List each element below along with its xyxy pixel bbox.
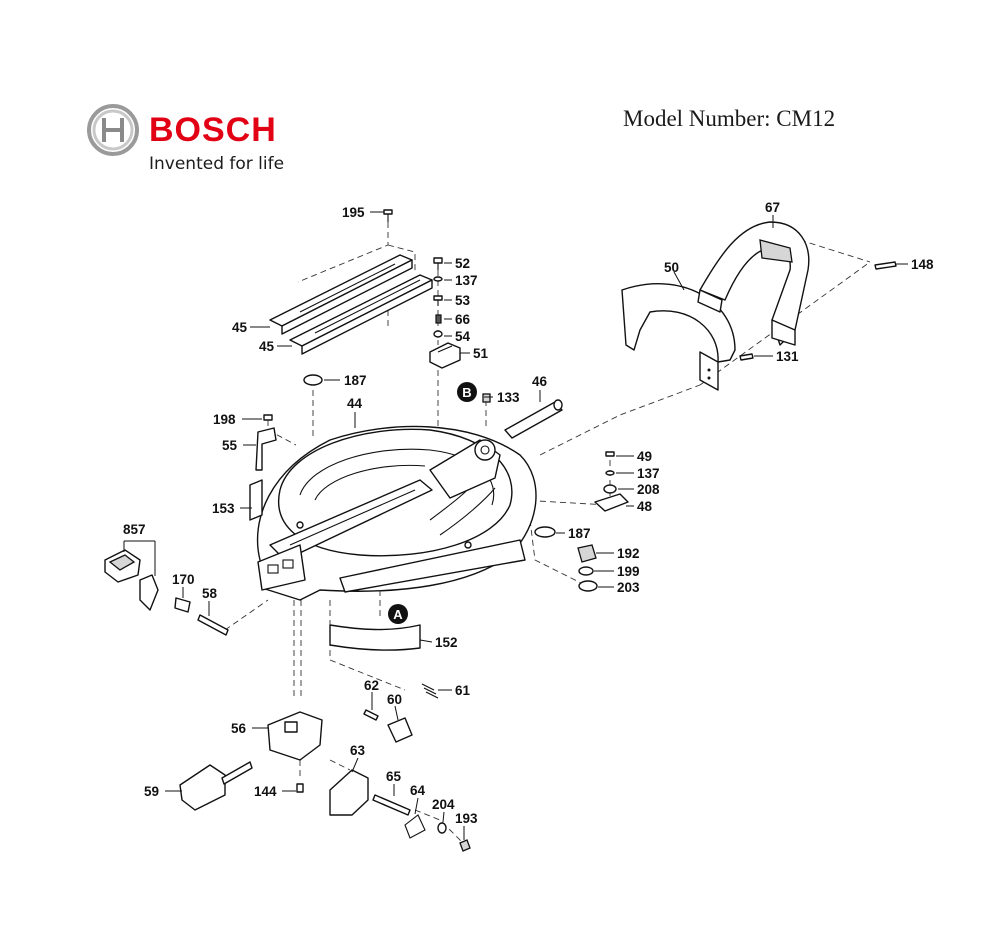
model-number: Model Number: CM12 (623, 106, 835, 131)
bosch-armature-icon (87, 104, 139, 156)
callout-55: 55 (222, 438, 238, 453)
callout-199: 199 (617, 564, 640, 579)
callout-63: 63 (350, 743, 366, 758)
callout-148: 148 (911, 257, 934, 272)
callout-44: 44 (347, 396, 363, 411)
washer-187-right (534, 526, 556, 538)
washer-187-top (303, 374, 323, 386)
washer-204 (437, 822, 447, 834)
lock-knob-857 (104, 549, 159, 611)
callout-48: 48 (637, 499, 653, 514)
svg-text:A: A (393, 607, 403, 622)
right-hardware-stack (534, 451, 629, 592)
callout-59: 59 (144, 784, 159, 799)
callout-131: 131 (776, 349, 799, 364)
callout-53: 53 (455, 293, 471, 308)
nut-193 (459, 839, 471, 852)
pin-62 (363, 709, 379, 721)
lower-lock-assembly (179, 683, 471, 852)
callout-857: 857 (123, 522, 146, 537)
bevel-lock-stack (383, 209, 461, 369)
clip-64 (404, 814, 426, 839)
pin-58 (197, 614, 229, 636)
handle-67 (697, 221, 810, 346)
callout-66: 66 (455, 312, 471, 327)
callout-58: 58 (202, 586, 218, 601)
callout-46: 46 (532, 374, 548, 389)
callout-numbers: 195 52 137 53 66 54 51 45 45 187 133 46 … (123, 200, 934, 826)
callout-203: 203 (617, 580, 640, 595)
spring-61 (421, 683, 439, 699)
callout-152: 152 (435, 635, 458, 650)
housing-63 (329, 769, 369, 816)
rod-46 (482, 393, 563, 439)
callout-67: 67 (765, 200, 780, 215)
clamp-51 (429, 342, 461, 369)
screw-148 (874, 261, 897, 270)
base-assembly (249, 425, 537, 601)
latch-60 (387, 717, 413, 743)
callout-50: 50 (664, 260, 679, 275)
screw-131 (739, 353, 754, 361)
callout-198: 198 (213, 412, 236, 427)
callout-192: 192 (617, 546, 640, 561)
callout-133: 133 (497, 390, 520, 405)
rod-65 (372, 794, 411, 816)
callout-62: 62 (364, 678, 379, 693)
knob-59 (179, 764, 226, 811)
callout-193: 193 (455, 811, 478, 826)
callout-64: 64 (410, 783, 426, 798)
callout-60: 60 (387, 692, 402, 707)
brand-tagline: Invented for life (149, 154, 284, 174)
marker-b: B (457, 382, 477, 402)
callout-153: 153 (212, 501, 235, 516)
marker-a: A (388, 604, 408, 624)
callout-187-top: 187 (344, 373, 367, 388)
callout-54: 54 (455, 329, 471, 344)
bosch-logo: BOSCH Invented for life (87, 104, 284, 174)
brand-name: BOSCH (149, 111, 277, 149)
callout-45-lower: 45 (259, 339, 275, 354)
label-152 (329, 624, 421, 651)
callout-137-right: 137 (637, 466, 660, 481)
callout-195: 195 (342, 205, 365, 220)
callout-208: 208 (637, 482, 660, 497)
bracket-56 (267, 711, 323, 761)
screw-198 (263, 414, 273, 421)
pin-153 (249, 479, 263, 521)
callout-137-top: 137 (455, 273, 478, 288)
callout-leaders (123, 211, 908, 840)
screw-144 (296, 783, 304, 793)
washer-199 (578, 566, 594, 576)
callout-49: 49 (637, 449, 652, 464)
top-rail-assembly (269, 254, 433, 355)
callout-51: 51 (473, 346, 489, 361)
bracket-55 (255, 427, 277, 471)
svg-text:B: B (462, 385, 471, 400)
callout-65: 65 (386, 769, 402, 784)
callout-204: 204 (432, 797, 455, 812)
callout-56: 56 (231, 721, 247, 736)
callout-187-right: 187 (568, 526, 591, 541)
washer-203 (578, 580, 598, 592)
callout-52: 52 (455, 256, 470, 271)
screw-195 (383, 209, 393, 215)
callout-61: 61 (455, 683, 471, 698)
lever-170 (174, 597, 191, 613)
callout-144: 144 (254, 784, 277, 799)
callout-170: 170 (172, 572, 195, 587)
callout-45-upper: 45 (232, 320, 248, 335)
nut-192 (577, 544, 597, 563)
